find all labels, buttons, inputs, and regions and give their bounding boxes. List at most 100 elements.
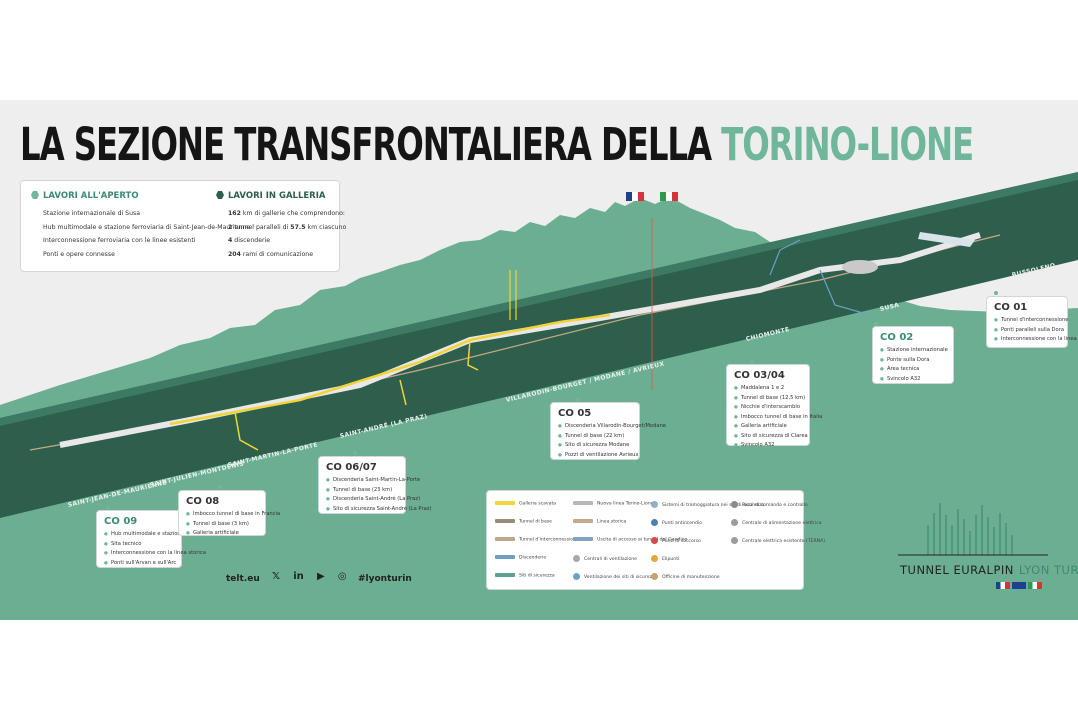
legend-item: Galleria scavata (495, 501, 556, 507)
title-highlight: TORINO-LIONE (721, 118, 974, 171)
co0607-box: CO 06/07 Discenderia Saint-Martin-La-Por… (318, 456, 432, 515)
co02-title: CO 02 (880, 332, 914, 343)
open-works-item: Hub multimodale e stazione ferroviaria d… (43, 223, 251, 231)
co0304-item: Svincolo A32 (734, 441, 802, 451)
legend-item: Nuova linea Torino-Lione (573, 501, 654, 507)
hexagon-icon (216, 191, 224, 199)
social-links: 𝕏 in ▶ ◎ (272, 571, 357, 582)
co02-box: CO 02 Stazione internazionale Ponte sull… (872, 326, 954, 384)
co05-item: Tunnel di base (22 km) (558, 432, 632, 442)
co05-item: Sito di sicurezza Modane (558, 441, 632, 451)
co09-item: Sita tecnico (104, 540, 174, 550)
descenderia-3 (467, 339, 479, 371)
legend-item: Centrale di alimentazione elettrica (731, 519, 822, 526)
flag-it-green (660, 192, 666, 201)
poster: LA SEZIONE TRANSFRONTALIERA DELLA TORINO… (0, 100, 1078, 620)
legend-item: Centrali di ventilazione (573, 555, 637, 562)
flag-fr-blue (626, 192, 632, 201)
co09-title: CO 09 (104, 516, 138, 527)
co02-item: Area tecnica (880, 365, 946, 375)
susa-station (842, 260, 878, 274)
co08-item: Galleria artificiale (186, 529, 258, 539)
co08-title: CO 08 (186, 496, 220, 507)
hashtag: #lyonturin (358, 574, 412, 584)
co05-item: Pozzi di ventilazione Avrieux (558, 451, 639, 461)
descenderia-2 (399, 379, 407, 406)
hexagon-icon (31, 191, 39, 199)
co0304-item: Sito di sicurezza di Clarea (734, 432, 808, 442)
legend-item: Pozzi di comando e controllo (731, 501, 808, 508)
co05-box: CO 05 Discenderia Villarodin-Bourget/Mod… (550, 402, 666, 461)
co08-item: Imbocco tunnel di base in Francia (186, 510, 280, 520)
descenderia-1 (234, 411, 259, 451)
tunnel-works-item: 162 km di gallerie che comprendono: (228, 210, 345, 217)
co0304-item: Nicchie d'interscambio (734, 403, 802, 413)
co0304-item: Maddalena 1 e 2 (734, 384, 802, 394)
co0304-title: CO 03/04 (734, 370, 785, 381)
co0304-item: Galleria artificiale (734, 422, 802, 432)
co05-title: CO 05 (558, 408, 592, 419)
legend-item: Centrale elettrica esistente (TERNA) (731, 537, 825, 544)
logo-bars-graphic (898, 503, 1048, 556)
valley-band (0, 172, 1078, 518)
legend-item: Elipunti (651, 555, 679, 562)
page-title: LA SEZIONE TRANSFRONTALIERA DELLA TORINO… (20, 118, 974, 171)
co0304-box: CO 03/04 Maddalena 1 e 2 Tunnel di base … (726, 364, 822, 448)
open-works-item: Interconnessione ferroviaria con le line… (43, 237, 196, 244)
co0304-item: Tunnel di base (12,5 km) (734, 394, 805, 404)
flag-it-icon (1028, 582, 1042, 589)
co09-box: CO 09 Hub multimodale e stazione ferrovi… (96, 510, 212, 569)
co08-box: CO 08 Imbocco tunnel di base in Francia … (178, 490, 280, 539)
tunnel-works-item: 204 rami di comunicazione (228, 250, 314, 258)
co0607-item: Tunnel di base (23 km) (326, 486, 398, 496)
bussoleno-yard (918, 232, 975, 247)
tunnel-works-item: 4 discenderie (228, 237, 271, 244)
open-works-heading: LAVORI ALL'APERTO (31, 191, 250, 201)
co01-item: Interconnessione con la linea storica (994, 335, 1078, 345)
legend-item: Tunnel d'interconnessione (495, 537, 579, 543)
flag-eu-icon (1012, 582, 1026, 589)
summary-box: LAVORI ALL'APERTO Stazione internazional… (20, 180, 346, 272)
co0607-item: Sito di sicurezza Saint-André (La Praz) (326, 505, 432, 515)
co0607-title: CO 06/07 (326, 462, 377, 473)
x-icon[interactable]: 𝕏 (272, 571, 281, 582)
discenderia-blue (769, 239, 871, 316)
open-works-item: Ponti e opere connesse (43, 250, 115, 258)
co09-item: Interconnessione con la linea storica (104, 549, 206, 559)
co02-item: Svincolo A32 (880, 375, 946, 385)
linkedin-icon[interactable]: in (293, 571, 304, 582)
open-works-column: LAVORI ALL'APERTO Stazione internazional… (31, 191, 250, 261)
shaft (509, 270, 517, 320)
co01-item: Tunnel d'interconnessione (994, 316, 1069, 326)
co08-item: Tunnel di base (3 km) (186, 520, 258, 530)
legend-item: Punti antincendio (651, 519, 702, 526)
tunnel-route-yellow (169, 313, 611, 426)
website-link[interactable]: telt.eu (226, 574, 260, 584)
open-works-item: Stazione internazionale di Susa (43, 210, 141, 217)
tunnel-works-item: 2 tunnel paralleli di 57.5 km ciascuno (228, 223, 347, 231)
legend-item: Punti di soccorso (651, 537, 701, 544)
valley-edge (0, 172, 1078, 426)
co05-item: Discenderia Villarodin-Bourget/Modane (558, 422, 666, 432)
legend-item: Sistemi di tramoggiatura nei siti di sic… (651, 501, 764, 508)
co0607-item: Discenderia Saint-André (La Praz) (326, 495, 420, 505)
legend-item: Siti di sicurezza (495, 573, 555, 579)
co01-box: CO 01 Tunnel d'interconnessione Ponti pa… (986, 296, 1078, 348)
co09-item: Ponti sull'Arvan e sull'Arc (104, 559, 176, 569)
co09-item: Hub multimodale e stazione ferroviaria (104, 530, 212, 540)
co02-item: Ponte sulla Dora (880, 356, 946, 366)
co01-item: Ponti paralleli sulla Dora (994, 326, 1064, 336)
legend-box: Galleria scavata Nuova linea Torino-Lion… (486, 490, 825, 590)
legend-item: Officine di manutenzione (651, 573, 720, 580)
instagram-icon[interactable]: ◎ (337, 571, 347, 582)
tunnel-works-heading: LAVORI IN GALLERIA (216, 191, 346, 201)
legend-item: Tunnel di base (495, 519, 552, 525)
youtube-icon[interactable]: ▶ (316, 571, 325, 582)
co0304-item: Imbocco tunnel di base in Italia (734, 413, 822, 423)
co0607-item: Discenderia Saint-Martin-La-Porte (326, 476, 420, 486)
legend-item: Uscita di accesso ai tunnel del Gandino (573, 537, 687, 543)
flag-fr-icon (996, 582, 1010, 589)
legend-item: Discenderie (495, 555, 546, 561)
